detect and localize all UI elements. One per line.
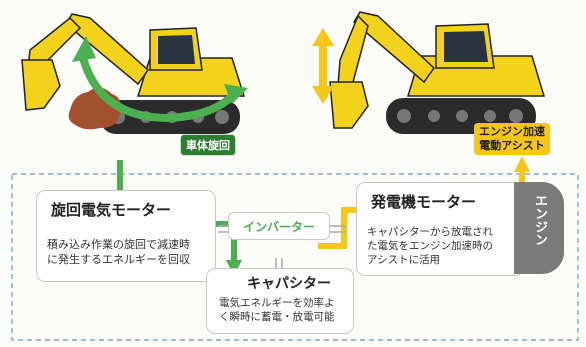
swing-motor-desc-line1: 積み込み作業の旋回で減速時 xyxy=(47,238,190,251)
inverter-title: インバーター xyxy=(242,220,315,234)
generator-motor-desc-line1: キャパシターから放電され xyxy=(367,226,493,238)
swing-motor-desc: 積み込み作業の旋回で減速時 に発生するエネルギーを回収 xyxy=(47,237,190,267)
swing-arc-arrow xyxy=(78,52,235,123)
generator-motor-box: 発電機モーター キャパシターから放電され た電気をエンジン加速時の アシストに活… xyxy=(356,182,524,276)
boom-updown-arrow xyxy=(312,28,334,104)
swing-motor-box: 旋回電気モーター 積み込み作業の旋回で減速時 に発生するエネルギーを回収 xyxy=(36,190,216,282)
engine-title: エンジン xyxy=(532,194,547,246)
generator-motor-title: 発電機モーター xyxy=(371,193,477,211)
capacitor-desc: 電気エネルギーを効率よ く瞬時に蓄電・放電可能 xyxy=(219,296,335,324)
engine-assist-line2: 電動アシスト xyxy=(479,139,545,152)
capacitor-desc-line2: く瞬時に蓄電・放電可能 xyxy=(219,311,335,323)
system-frame xyxy=(11,173,579,341)
generator-motor-desc-line3: アシストに活用 xyxy=(367,254,441,266)
swing-label: 車体旋回 xyxy=(180,134,236,156)
swing-motor-title: 旋回電気モーター xyxy=(51,201,172,219)
engine-assist-line1: エンジン加速 xyxy=(479,125,545,138)
capacitor-desc-line1: 電気エネルギーを効率よ xyxy=(219,297,335,309)
engine-assist-label: エンジン加速 電動アシスト xyxy=(474,123,550,155)
generator-motor-desc: キャパシターから放電され た電気をエンジン加速時の アシストに活用 xyxy=(367,225,493,267)
right-excavator xyxy=(329,11,546,134)
capacitor-box: キャパシター 電気エネルギーを効率よ く瞬時に蓄電・放電可能 xyxy=(206,268,354,334)
engine-block: エンジン xyxy=(514,182,564,274)
inverter-box: インバーター xyxy=(228,212,330,240)
generator-motor-desc-line2: た電気をエンジン加速時の xyxy=(367,240,493,252)
swing-motor-desc-line2: に発生するエネルギーを回収 xyxy=(47,253,190,266)
capacitor-title: キャパシター xyxy=(247,276,331,292)
